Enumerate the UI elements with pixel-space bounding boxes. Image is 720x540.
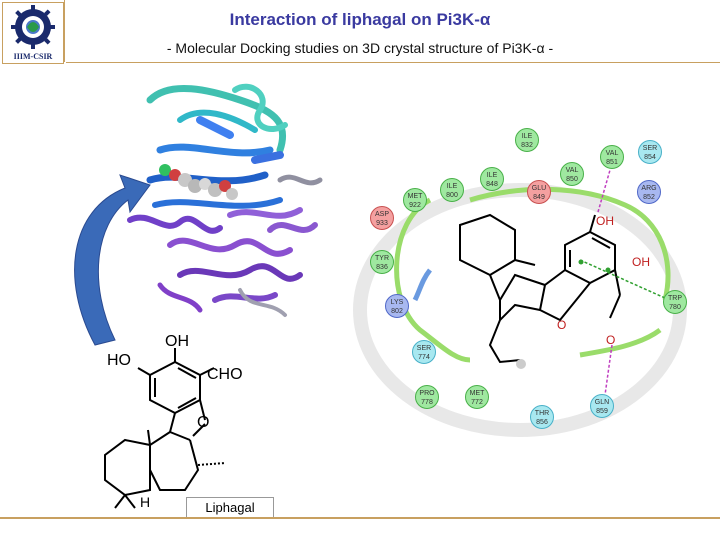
slide-subtitle: - Molecular Docking studies on 3D crysta… [166, 40, 554, 56]
header-rule [66, 62, 720, 63]
diagram-atom-oh-1: OH [596, 214, 614, 228]
atom-label-ho: HO [107, 352, 131, 369]
header-divider [64, 0, 65, 62]
atom-label-o: O [197, 414, 210, 431]
liphagal-label: Liphagal [186, 497, 274, 519]
logo-text: IIIM-CSIR [13, 52, 53, 61]
atom-label-h: H [140, 494, 151, 510]
diagram-atom-oh-2: OH [632, 255, 650, 269]
footer-rule [0, 517, 720, 519]
gear-emblem-icon [11, 5, 55, 49]
liphagal-structure [104, 348, 226, 509]
atom-label-oh: OH [165, 333, 189, 350]
atom-label-cho: CHO [207, 366, 243, 383]
slide-title: Interaction of liphagal on Pi3K-α [229, 10, 491, 29]
docking-arrow [74, 174, 151, 346]
ligand-spheres [159, 164, 238, 200]
iiim-csir-logo: IIIM-CSIR [2, 2, 64, 64]
diagram-atom-o-1: O [557, 318, 567, 332]
protein-ribbon [127, 83, 323, 317]
diagram-atom-o-2: O [606, 333, 616, 347]
